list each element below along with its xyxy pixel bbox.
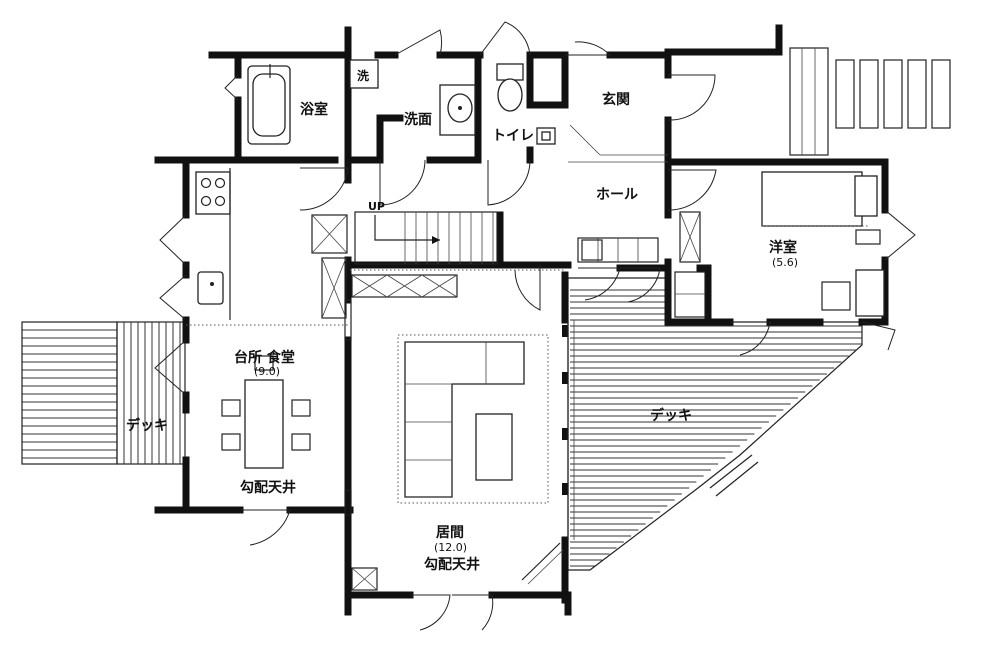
label-kitchen-area: (9.0) [254, 365, 280, 378]
label-stairs-up: UP [368, 200, 385, 213]
label-living: 居間 [436, 525, 464, 541]
label-deck-east: デッキ [650, 407, 692, 424]
label-hall: ホール [596, 187, 638, 203]
label-bath: 浴室 [300, 101, 328, 118]
walls [154, 24, 889, 616]
wall-openings [344, 299, 575, 540]
entrance-steps [789, 47, 951, 156]
fixtures [195, 59, 885, 504]
label-entrance: 玄関 [602, 91, 630, 108]
label-laundry: 洗 [357, 68, 369, 83]
room-labels: 浴室 洗 洗面 トイレ 玄関 ホール 洋室 (5.6) 台所 食堂 (9.0) … [126, 68, 798, 573]
label-toilet: トイレ [492, 128, 534, 144]
doors [154, 21, 916, 631]
label-western-room: 洋室 [769, 239, 797, 256]
label-western-room-area: (5.6) [772, 256, 798, 269]
label-washroom: 洗面 [404, 111, 432, 128]
label-kitchen: 台所 食堂 [234, 349, 295, 366]
deck-west [21, 321, 186, 465]
interior-lines [186, 124, 706, 591]
label-deck-west: デッキ [126, 417, 168, 434]
label-kitchen-ceiling: 勾配天井 [240, 479, 296, 496]
label-living-area: (12.0) [434, 541, 467, 554]
label-living-ceiling: 勾配天井 [424, 556, 480, 573]
